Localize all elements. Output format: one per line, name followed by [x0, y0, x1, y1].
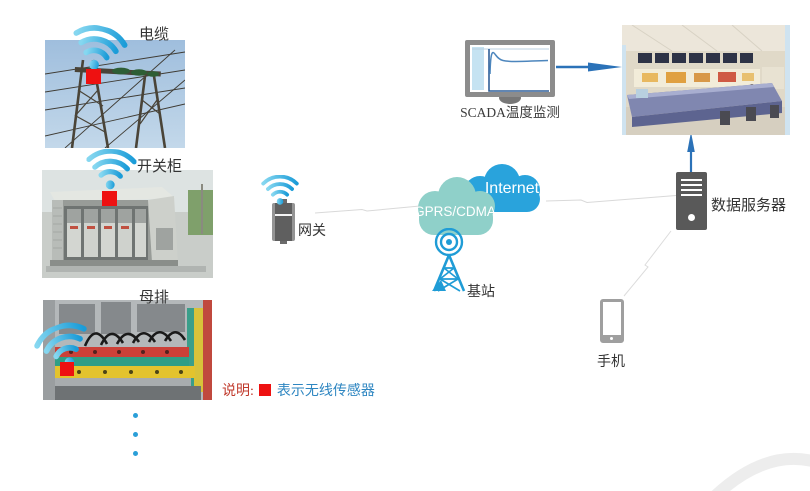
arrow-scada-to-controlroom — [556, 62, 622, 72]
scada-monitor-icon — [465, 40, 555, 104]
ellipsis-dot — [133, 432, 138, 437]
server-vents — [681, 179, 702, 196]
line-server-phone — [623, 230, 672, 297]
base-station-label: 基站 — [467, 285, 495, 300]
wireless-sensor-marker — [86, 69, 101, 84]
ellipsis-dot — [133, 451, 138, 456]
site-label-busbar: 母排 — [139, 290, 170, 306]
cloud-icon — [418, 164, 540, 235]
phone-bottom-bezel — [602, 335, 622, 341]
line-cloud-server — [545, 195, 677, 204]
site-label-switchgear: 开关柜 — [137, 159, 183, 175]
internet-cloud-label: Internet — [484, 180, 540, 197]
wireless-sensor-marker — [102, 191, 117, 206]
server-power-dot — [688, 214, 695, 221]
wifi-icon — [261, 175, 299, 206]
busbar-photo — [43, 300, 212, 400]
wifi-icon — [85, 148, 137, 193]
decorative-arc — [711, 452, 810, 491]
wireless-sensor-marker — [60, 362, 74, 376]
phone-label: 手机 — [597, 355, 625, 370]
scada-label: SCADA温度监测 — [460, 105, 560, 120]
sensor-square-icon — [258, 384, 271, 396]
legend-text: 表示无线传感器 — [276, 384, 375, 399]
control-room-photo — [622, 25, 790, 135]
phone-home-dot — [610, 337, 613, 340]
wifi-icon — [65, 20, 130, 78]
legend: 说明: 表示无线传感器 — [222, 380, 375, 400]
base-station-tower-icon — [432, 228, 466, 292]
gateway-label: 网关 — [298, 224, 326, 239]
legend-title: 说明: — [222, 384, 254, 399]
server-label: 数据服务器 — [711, 198, 787, 214]
gateway-device-icon — [272, 199, 295, 244]
phone-icon — [600, 299, 624, 343]
arrow-server-to-controlroom — [687, 132, 695, 172]
data-server-icon — [676, 172, 707, 230]
ellipsis-dot — [133, 413, 138, 418]
line-gateway-cloud — [314, 205, 421, 214]
temperature-curve — [489, 51, 549, 75]
site-label-cable: 电缆 — [139, 27, 170, 43]
cable-photo — [45, 40, 185, 148]
gprs-cdma-cloud-label: GPRS/CDMA — [414, 204, 496, 219]
